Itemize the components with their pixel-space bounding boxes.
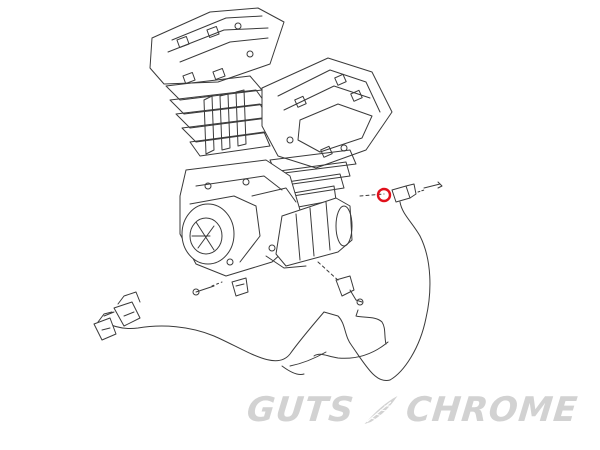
rear-cylinder-fins xyxy=(165,75,271,157)
brand-word-guts: GUTS xyxy=(245,390,357,430)
bracket-part xyxy=(231,277,249,297)
starter-motor xyxy=(265,197,353,269)
brand-word-chrome: CHROME xyxy=(404,390,581,430)
connector-plug-upper xyxy=(103,291,141,327)
connector-plug-lower xyxy=(93,311,117,341)
feather-icon xyxy=(358,390,402,430)
brand-logo: GUTS CHROME xyxy=(245,388,580,432)
front-rocker-box xyxy=(261,57,393,169)
rear-rocker-box xyxy=(149,7,285,85)
highlight-ring xyxy=(376,187,392,203)
head-temperature-sensor xyxy=(359,181,443,237)
sensor-fitting xyxy=(317,261,364,306)
wiring-harness xyxy=(103,235,431,382)
mount-bolt xyxy=(192,281,223,296)
primary-cover xyxy=(181,203,235,265)
